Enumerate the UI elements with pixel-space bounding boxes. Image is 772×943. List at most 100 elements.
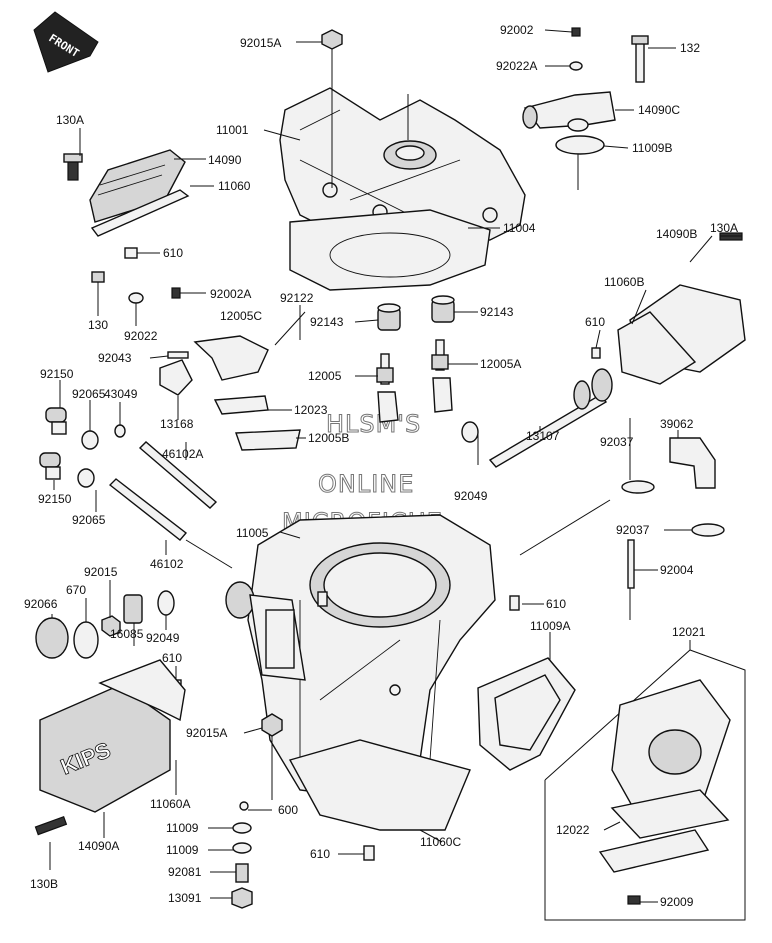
collar-92143-right	[431, 295, 455, 323]
label-610-bot: 610	[310, 847, 330, 861]
label-13168: 13168	[160, 417, 194, 431]
cap-92066	[35, 617, 69, 659]
label-610-right: 610	[546, 597, 566, 611]
clamp-92037-top	[621, 480, 655, 494]
label-11009-b: 11009	[166, 843, 199, 857]
watermark-line-2: ONLINE	[318, 470, 414, 498]
label-12021: 12021	[672, 625, 706, 639]
label-12005A: 12005A	[480, 357, 521, 371]
label-610-left: 610	[162, 651, 182, 665]
label-12005: 12005	[308, 369, 342, 383]
cylinder-head-11001	[279, 87, 526, 251]
label-11005: 11005	[236, 526, 269, 540]
label-92065-bot: 92065	[72, 513, 106, 527]
cover-14090A: KIPS	[34, 659, 186, 836]
reed-assembly-12021-box	[544, 649, 746, 921]
label-11009-a: 11009	[166, 821, 199, 835]
label-12005C: 12005C	[220, 309, 262, 323]
plug-92150-top	[45, 407, 67, 435]
water-outlet-14090C	[522, 27, 649, 155]
label-130A-left: 130A	[56, 113, 84, 127]
valve-12005A	[431, 339, 453, 413]
label-130: 130	[88, 318, 108, 332]
label-11001: 11001	[216, 123, 249, 137]
hose-39062	[669, 437, 716, 489]
cover-14090B	[591, 232, 746, 385]
label-16085: 16085	[110, 627, 144, 641]
label-92015A-mid: 92015A	[186, 726, 227, 740]
label-11060B: 11060B	[604, 275, 644, 289]
label-14090B: 14090B	[656, 227, 697, 241]
label-92065-top: 92065	[72, 387, 106, 401]
label-132: 132	[680, 41, 700, 55]
governor-parts	[91, 271, 306, 451]
oring-670	[73, 621, 99, 659]
label-39062: 39062	[660, 417, 694, 431]
label-92037-bot: 92037	[616, 523, 650, 537]
label-46102: 46102	[150, 557, 184, 571]
washer-92065-top	[81, 430, 99, 450]
label-92081: 92081	[168, 865, 202, 879]
label-92022: 92022	[124, 329, 158, 343]
label-14090A: 14090A	[78, 839, 119, 853]
label-13091: 13091	[168, 891, 202, 905]
head-gasket-11004	[289, 209, 491, 291]
label-92143-left: 92143	[310, 315, 344, 329]
label-610-top: 610	[163, 246, 183, 260]
label-11060A: 11060A	[150, 797, 190, 811]
leader-lines	[49, 29, 742, 903]
label-13107: 13107	[526, 429, 560, 443]
label-12022: 12022	[556, 823, 590, 837]
part-labels: 92015A 92002 132 92022A 14090C 11009B 13…	[24, 23, 738, 909]
label-92143-right: 92143	[480, 305, 514, 319]
valve-12005	[376, 353, 399, 423]
washer-92065-bot	[77, 468, 95, 488]
plug-92150-bot	[39, 452, 61, 480]
label-670: 670	[66, 583, 86, 597]
label-14090C: 14090C	[638, 103, 680, 117]
cover-14090	[63, 149, 190, 259]
label-92150-top: 92150	[40, 367, 74, 381]
label-11009B: 11009B	[632, 141, 672, 155]
label-43049: 43049	[104, 387, 138, 401]
label-92150-bot: 92150	[38, 492, 72, 506]
label-11009A: 11009A	[530, 619, 570, 633]
label-610-mid: 610	[585, 315, 605, 329]
label-92037-top: 92037	[600, 435, 634, 449]
shaft-46102	[108, 478, 188, 541]
label-130B: 130B	[30, 877, 58, 891]
nut-92015A-top	[321, 29, 343, 50]
label-11060: 11060	[218, 179, 251, 193]
label-12005B: 12005B	[308, 431, 349, 445]
gasket-11060C	[288, 739, 471, 831]
label-92049-right: 92049	[454, 489, 488, 503]
label-46102A: 46102A	[162, 447, 203, 461]
collar-92143-left	[377, 303, 401, 331]
gasket-11009A	[477, 657, 576, 771]
shaft-46102A	[138, 441, 218, 509]
shaft-13107	[461, 368, 613, 468]
front-arrow: FRONT	[33, 11, 99, 73]
clamp-92037-bot	[691, 523, 725, 537]
label-14090-top: 14090	[208, 153, 242, 167]
label-92009: 92009	[660, 895, 694, 909]
cylinder-11005	[225, 514, 496, 801]
stud-92004	[627, 539, 635, 589]
label-11060C: 11060C	[420, 835, 461, 849]
label-92002: 92002	[500, 23, 534, 37]
label-11004: 11004	[503, 221, 536, 235]
washer-92049-left	[157, 590, 175, 616]
label-92002A: 92002A	[210, 287, 251, 301]
label-92043: 92043	[98, 351, 132, 365]
label-92015: 92015	[84, 565, 118, 579]
label-600: 600	[278, 803, 298, 817]
label-92004: 92004	[660, 563, 694, 577]
label-12023: 12023	[294, 403, 328, 417]
gear-16085	[123, 594, 143, 624]
label-92122: 92122	[280, 291, 314, 305]
watermark-line-1: HLSM'S	[326, 410, 421, 438]
nut-92015	[101, 615, 121, 637]
stack-bottom	[231, 591, 520, 909]
washer-43049	[114, 424, 126, 438]
